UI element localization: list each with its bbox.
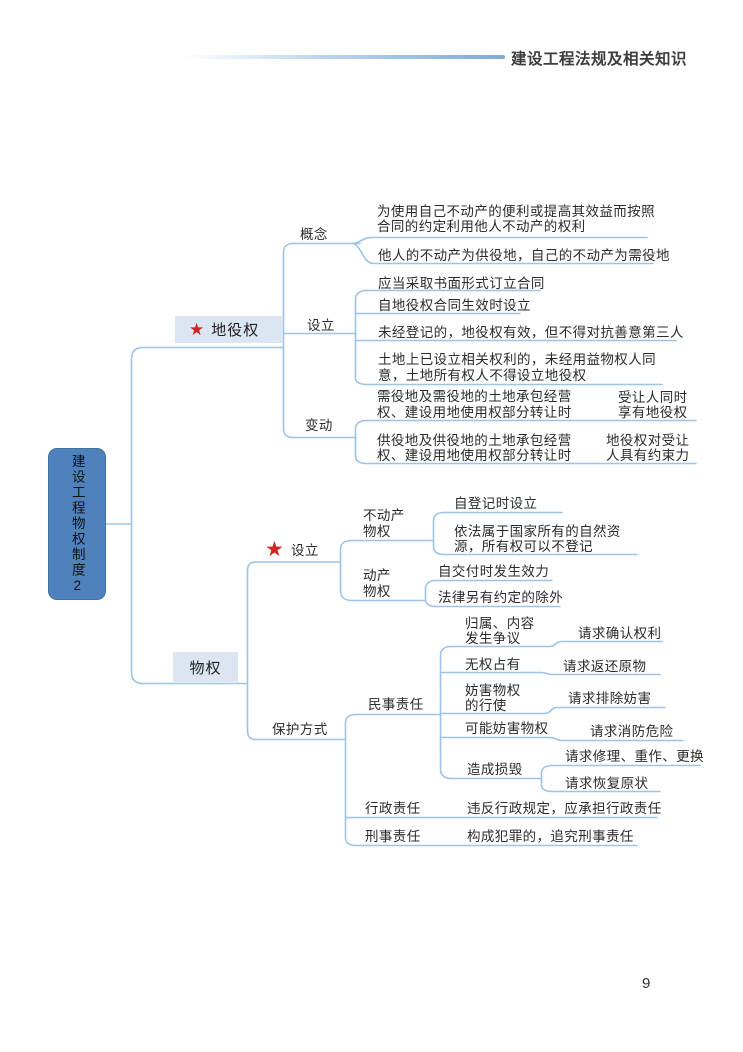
node-protection-label: 保护方式 — [272, 722, 328, 737]
node-change-result: 受让人同时 享有地役权 — [618, 389, 688, 421]
page-number: 9 — [642, 975, 651, 992]
node-concept-item: 为使用自己不动产的便利或提高其效益而按照 合同的约定利用他人不动产的权利 — [377, 203, 655, 235]
node-civil-remedy: 请求修理、重作、更换 — [565, 748, 704, 764]
node-establish-item: 自地役权合同生效时设立 — [378, 297, 531, 313]
node-civil-remedy: 请求确认权利 — [578, 625, 662, 641]
node-establish-item: 应当采取书面形式订立合同 — [378, 276, 545, 291]
node-civil-remedy: 请求恢复原状 — [565, 775, 649, 791]
topic-property-label: 物权 — [189, 659, 222, 677]
node-establish-item: 未经登记的，地役权有效，但不得对抗善意第三人 — [378, 324, 684, 340]
header-title: 建设工程法规及相关知识 — [511, 51, 688, 68]
node-administrative-label: 行政责任 — [365, 800, 421, 816]
node-movable-label: 动产 物权 — [363, 568, 391, 599]
node-criminal-label: 刑事责任 — [365, 828, 421, 844]
node-movable-item: 自交付时发生效力 — [438, 563, 550, 579]
node-civil-situation: 造成损毁 — [467, 761, 523, 777]
node-administrative-item: 违反行政规定，应承担行政责任 — [467, 800, 662, 816]
node-civil-remedy: 请求返还原物 — [563, 658, 647, 674]
node-civil-remedy: 请求消防危险 — [590, 723, 674, 739]
node-civil-situation: 妨害物权 的行使 — [465, 682, 521, 714]
node-civil-situation: 可能妨害物权 — [465, 720, 549, 736]
node-civil-situation: 归属、内容 发生争议 — [465, 615, 535, 647]
topic-servitude-label: 地役权 — [211, 322, 260, 339]
root-topic-label: 建设工程物权制度2 — [69, 453, 85, 595]
node-civil-label: 民事责任 — [368, 697, 424, 712]
node-criminal-item: 构成犯罪的，追究刑事责任 — [467, 828, 634, 844]
node-establish-item: 土地上已设立相关权利的，未经用益物权人同 意，土地所有权人不得设立地役权 — [378, 352, 656, 383]
node-immovable-item: 自登记时设立 — [454, 495, 538, 511]
node-change-condition: 需役地及需役地的土地承包经营 权、建设用地使用权部分转让时 — [377, 389, 572, 420]
node-concept-label: 概念 — [300, 227, 328, 242]
star-icon: ★ — [189, 320, 205, 339]
node-immovable-item: 依法属于国家所有的自然资 源，所有权可以不登记 — [454, 523, 621, 555]
node-civil-situation: 无权占有 — [465, 656, 521, 672]
header-rule — [185, 55, 505, 59]
node-concept-item: 他人的不动产为供役地，自己的不动产为需役地 — [378, 248, 670, 263]
node-property-establish-label: 设立 — [291, 543, 319, 558]
star-icon: ★ — [265, 538, 284, 561]
node-establish-label: 设立 — [307, 318, 335, 333]
node-change-condition: 供役地及供役地的土地承包经营 权、建设用地使用权部分转让时 — [377, 432, 572, 464]
root-topic: 建设工程物权制度2 — [48, 448, 106, 600]
node-movable-item: 法律另有约定的除外 — [438, 590, 564, 605]
node-civil-remedy: 请求排除妨害 — [568, 690, 652, 706]
node-immovable-label: 不动产 物权 — [363, 508, 405, 539]
topic-property: 物权 — [173, 652, 238, 682]
topic-servitude: ★ 地役权 — [175, 316, 283, 343]
node-change-result: 地役权对受让 人具有约束力 — [606, 432, 690, 464]
node-change-label: 变动 — [305, 418, 333, 433]
